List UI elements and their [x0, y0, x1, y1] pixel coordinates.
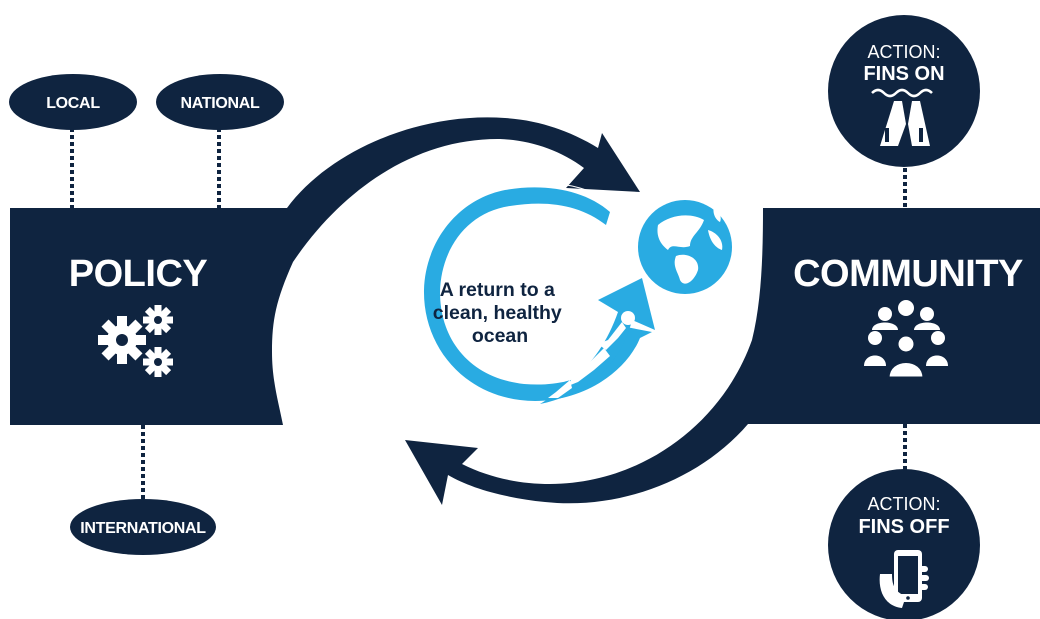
- people-group-icon: [864, 300, 948, 380]
- local-label: LOCAL: [46, 95, 100, 112]
- diver-icon: [548, 311, 635, 398]
- fins-on-action-label: ACTION:: [867, 42, 940, 62]
- flippers-icon: [880, 101, 930, 146]
- center-ocean-graphic: A return to a clean, healthy ocean: [423, 183, 732, 404]
- action-fins-off: ACTION: FINS OFF: [828, 469, 980, 619]
- center-caption: A return to a clean, healthy ocean: [433, 279, 567, 347]
- community-panel: COMMUNITY: [405, 208, 1040, 505]
- international-label: INTERNATIONAL: [80, 520, 206, 537]
- national-label: NATIONAL: [180, 95, 260, 112]
- action-fins-on: ACTION: FINS ON: [828, 15, 980, 167]
- policy-level-local: LOCAL: [9, 74, 137, 130]
- phone-in-hand-icon: [879, 550, 929, 608]
- gears-icon: [98, 305, 173, 377]
- swoosh-arrow-icon: [540, 278, 655, 404]
- globe-icon: [638, 200, 732, 294]
- center-caption-line-1: A return to a: [440, 279, 555, 301]
- policy-title: POLICY: [69, 253, 208, 295]
- fins-on-label: FINS ON: [863, 63, 944, 85]
- fins-off-action-label: ACTION:: [867, 494, 940, 514]
- policy-panel: POLICY: [10, 117, 640, 425]
- policy-level-national: NATIONAL: [156, 74, 284, 130]
- policy-level-international: INTERNATIONAL: [70, 499, 216, 555]
- center-caption-line-2: clean, healthy: [433, 302, 562, 324]
- center-caption-line-3: ocean: [472, 325, 528, 347]
- community-title: COMMUNITY: [793, 253, 1023, 295]
- water-wave-icon: [871, 88, 933, 98]
- fins-off-label: FINS OFF: [858, 516, 949, 538]
